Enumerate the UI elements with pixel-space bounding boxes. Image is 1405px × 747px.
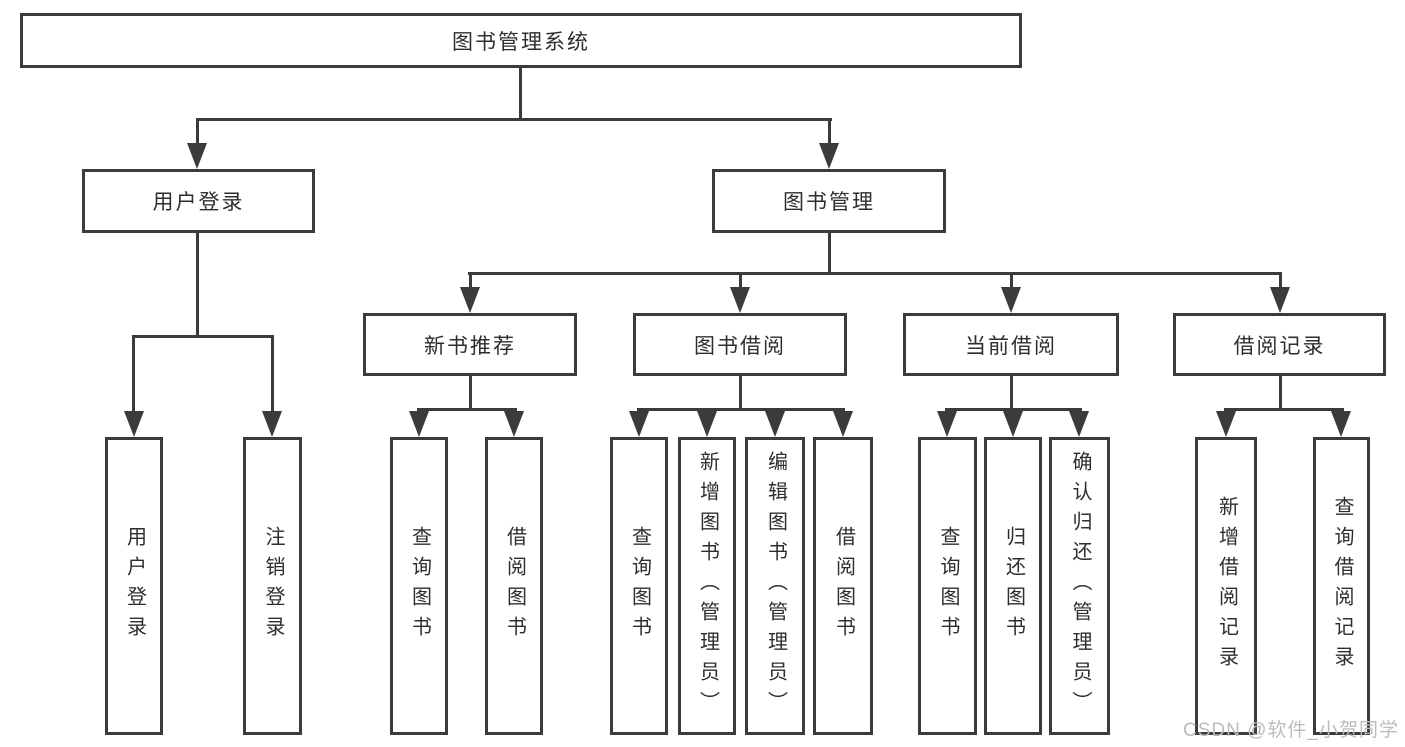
node-user-login: 用户登录 bbox=[82, 169, 315, 233]
connector-line bbox=[828, 233, 831, 275]
node-user-login-label: 用户登录 bbox=[152, 191, 245, 214]
connector-line bbox=[519, 68, 522, 121]
arrow-down-icon bbox=[833, 411, 853, 437]
arrow-down-icon bbox=[819, 143, 839, 169]
arrow-down-icon bbox=[629, 411, 649, 437]
leaf-user-login: 用户登录 bbox=[105, 437, 163, 735]
leaf-recommend-query-book-label: 查询图书 bbox=[408, 526, 431, 646]
arrow-down-icon bbox=[1003, 411, 1023, 437]
leaf-confirm-return-admin: 确认归还（管理员） bbox=[1049, 437, 1110, 735]
arrow-down-icon bbox=[1270, 287, 1290, 313]
arrow-down-icon bbox=[730, 287, 750, 313]
connector-line bbox=[828, 121, 831, 146]
connector-line bbox=[132, 338, 135, 413]
leaf-user-login-label: 用户登录 bbox=[123, 526, 146, 646]
leaf-borrow-query-book-label: 查询图书 bbox=[628, 526, 651, 646]
leaf-edit-book-admin-label: 编辑图书（管理员） bbox=[764, 451, 787, 721]
connector-line bbox=[739, 376, 742, 411]
leaf-add-book-admin-label: 新增图书（管理员） bbox=[696, 451, 719, 721]
connector-line bbox=[1279, 376, 1282, 411]
connector-line bbox=[196, 121, 199, 146]
leaf-borrow-query-book: 查询图书 bbox=[610, 437, 668, 735]
arrow-down-icon bbox=[765, 411, 785, 437]
arrow-down-icon bbox=[1331, 411, 1351, 437]
node-book-borrow: 图书借阅 bbox=[633, 313, 847, 376]
arrow-down-icon bbox=[124, 411, 144, 437]
connector-line bbox=[417, 408, 517, 411]
leaf-logout: 注销登录 bbox=[243, 437, 302, 735]
arrow-down-icon bbox=[409, 411, 429, 437]
leaf-current-query-book-label: 查询图书 bbox=[937, 526, 959, 646]
arrow-down-icon bbox=[1216, 411, 1236, 437]
leaf-borrow-book: 借阅图书 bbox=[813, 437, 873, 735]
leaf-current-query-book: 查询图书 bbox=[918, 437, 977, 735]
leaf-recommend-query-book: 查询图书 bbox=[390, 437, 448, 735]
connector-line bbox=[1224, 408, 1344, 411]
leaf-borrow-book-label: 借阅图书 bbox=[832, 526, 855, 646]
node-root: 图书管理系统 bbox=[20, 13, 1022, 68]
arrow-down-icon bbox=[187, 143, 207, 169]
node-book-borrow-label: 图书借阅 bbox=[694, 334, 786, 358]
node-borrow-records-label: 借阅记录 bbox=[1233, 334, 1326, 358]
node-book-mgmt-label: 图书管理 bbox=[783, 191, 875, 214]
connector-line bbox=[945, 408, 1082, 411]
leaf-logout-label: 注销登录 bbox=[262, 526, 284, 646]
node-borrow-records: 借阅记录 bbox=[1173, 313, 1386, 376]
arrow-down-icon bbox=[1001, 287, 1021, 313]
node-current-borrow: 当前借阅 bbox=[903, 313, 1119, 376]
connector-line bbox=[469, 275, 472, 289]
leaf-return-book-label: 归还图书 bbox=[1002, 526, 1025, 646]
arrow-down-icon bbox=[937, 411, 957, 437]
watermark: CSDN @软件_小贺同学 bbox=[1183, 720, 1399, 741]
connector-line bbox=[1279, 275, 1282, 289]
connector-line bbox=[1010, 275, 1013, 289]
connector-line bbox=[739, 275, 742, 289]
connector-line bbox=[468, 272, 1282, 275]
connector-line bbox=[469, 376, 472, 411]
leaf-add-book-admin: 新增图书（管理员） bbox=[678, 437, 736, 735]
connector-line bbox=[196, 118, 832, 121]
node-root-label: 图书管理系统 bbox=[452, 30, 590, 54]
node-book-mgmt: 图书管理 bbox=[712, 169, 946, 233]
leaf-recommend-borrow-book-label: 借阅图书 bbox=[503, 526, 526, 646]
leaf-confirm-return-admin-label: 确认归还（管理员） bbox=[1069, 451, 1091, 721]
connector-line bbox=[271, 338, 274, 413]
arrow-down-icon bbox=[1069, 411, 1089, 437]
arrow-down-icon bbox=[460, 287, 480, 313]
arrow-down-icon bbox=[262, 411, 282, 437]
connector-line bbox=[637, 408, 845, 411]
connector-line bbox=[196, 233, 199, 338]
node-new-book-recommend-label: 新书推荐 bbox=[424, 334, 516, 358]
leaf-query-borrow-record-label: 查询借阅记录 bbox=[1331, 496, 1353, 676]
node-current-borrow-label: 当前借阅 bbox=[965, 334, 1057, 358]
arrow-down-icon bbox=[504, 411, 524, 437]
leaf-add-borrow-record: 新增借阅记录 bbox=[1195, 437, 1257, 735]
leaf-edit-book-admin: 编辑图书（管理员） bbox=[745, 437, 805, 735]
connector-line bbox=[132, 335, 274, 338]
node-new-book-recommend: 新书推荐 bbox=[363, 313, 577, 376]
leaf-query-borrow-record: 查询借阅记录 bbox=[1313, 437, 1370, 735]
leaf-add-borrow-record-label: 新增借阅记录 bbox=[1215, 496, 1238, 676]
leaf-recommend-borrow-book: 借阅图书 bbox=[485, 437, 543, 735]
arrow-down-icon bbox=[697, 411, 717, 437]
leaf-return-book: 归还图书 bbox=[984, 437, 1042, 735]
connector-line bbox=[1010, 376, 1013, 411]
